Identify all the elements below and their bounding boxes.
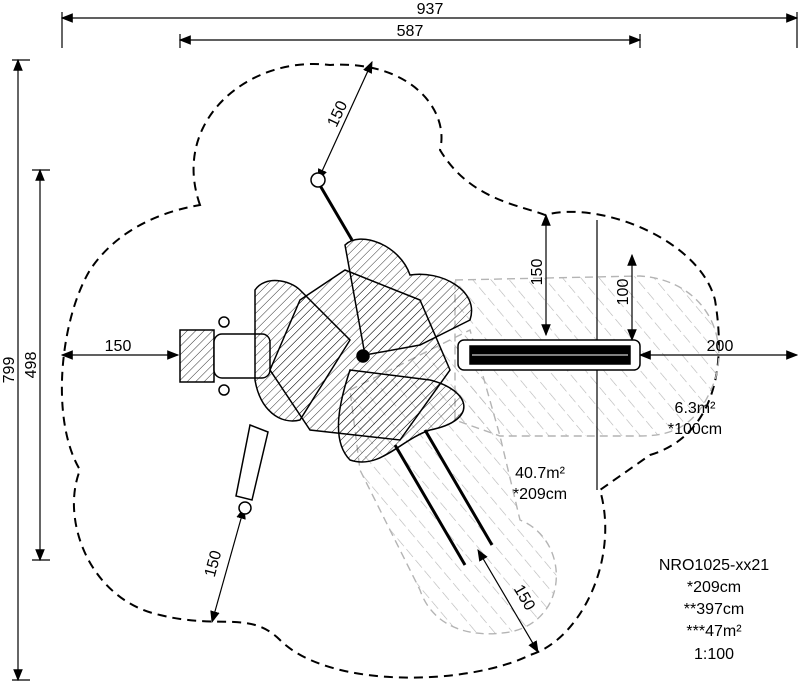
main-zone-height: *209cm xyxy=(513,486,567,503)
total-area: ***47m² xyxy=(686,623,742,640)
dim-clearance-bottom-left: 150 xyxy=(202,549,225,579)
dim-equipment-height: 498 xyxy=(23,352,40,379)
pole-top xyxy=(316,181,354,241)
total-height: **397cm xyxy=(684,601,744,618)
model-number: NRO1025-xx21 xyxy=(659,557,769,574)
main-zone-area: 40.7m² xyxy=(515,465,565,482)
tower-center xyxy=(356,349,370,363)
dim-clearance-left: 150 xyxy=(105,338,132,355)
pole-2 xyxy=(423,429,494,546)
roof-top xyxy=(344,238,473,356)
dim-equipment-width: 587 xyxy=(397,23,424,40)
dim-clearance-slide-side: 100 xyxy=(615,279,632,306)
dim-clearance-top-left: 150 xyxy=(325,98,352,129)
free-fall-height: *209cm xyxy=(687,579,741,596)
scale: 1:100 xyxy=(694,646,734,663)
play-structure xyxy=(179,172,641,566)
dim-overall-width: 937 xyxy=(417,1,444,18)
slide-zone-height: *100cm xyxy=(668,421,722,438)
steps xyxy=(179,329,215,383)
dimension-lines xyxy=(12,12,799,682)
roof-left xyxy=(254,279,351,422)
dim-overall-height: 799 xyxy=(1,357,18,384)
ladder-lower xyxy=(235,423,269,501)
dim-clearance-right: 200 xyxy=(707,338,734,355)
dim-clearance-slide-top: 150 xyxy=(529,259,546,286)
slide-zone-area: 6.3m² xyxy=(675,400,717,417)
pole-1 xyxy=(393,444,467,566)
